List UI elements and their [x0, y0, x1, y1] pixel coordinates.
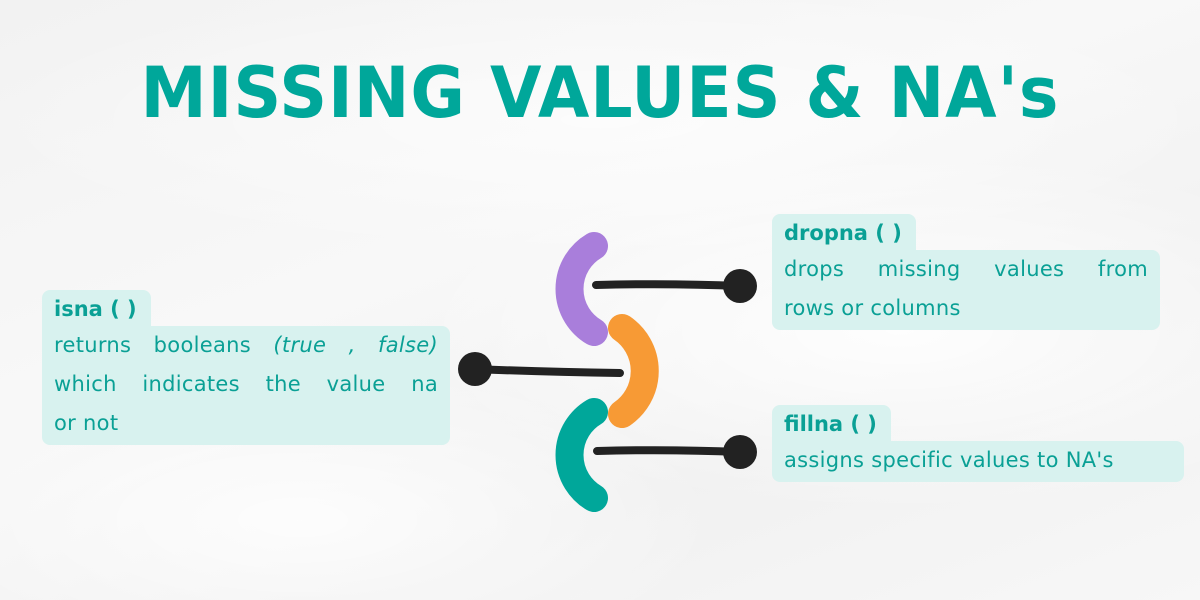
fillna-function-name: fillna ( ) — [772, 405, 891, 441]
fillna-card: fillna ( ) assigns specific values to NA… — [772, 405, 1184, 482]
isna-desc-line-1: returns booleans (true , false) — [54, 333, 438, 357]
isna-card: isna ( ) returns booleans (true , false)… — [42, 290, 454, 445]
fillna-description: assigns specific values to NA's — [772, 441, 1184, 482]
isna-boolean-values: (true , false) — [273, 333, 438, 357]
isna-connector-icon — [458, 352, 624, 386]
isna-desc-line-2: which indicates the value na — [54, 372, 438, 396]
purple-arc-icon — [555, 232, 608, 346]
fillna-desc-line-1: assigns specific values to NA's — [784, 448, 1114, 472]
teal-arc-icon — [555, 398, 608, 512]
dropna-desc-line-1: drops missing values from — [784, 257, 1148, 281]
isna-function-name: isna ( ) — [42, 290, 151, 326]
dropna-function-name: dropna ( ) — [772, 214, 916, 250]
isna-description: returns booleans (true , false) which in… — [42, 326, 450, 445]
dropna-connector-icon — [592, 269, 757, 303]
dropna-card: dropna ( ) drops missing values from row… — [772, 214, 1160, 330]
isna-desc-line-3: or not — [54, 411, 119, 435]
orange-arc-icon — [608, 314, 659, 428]
dropna-desc-line-2: rows or columns — [784, 296, 961, 320]
page-title: MISSING VALUES & NA's — [140, 52, 1060, 134]
dropna-description: drops missing values from rows or column… — [772, 250, 1160, 330]
fillna-connector-icon — [593, 435, 757, 469]
